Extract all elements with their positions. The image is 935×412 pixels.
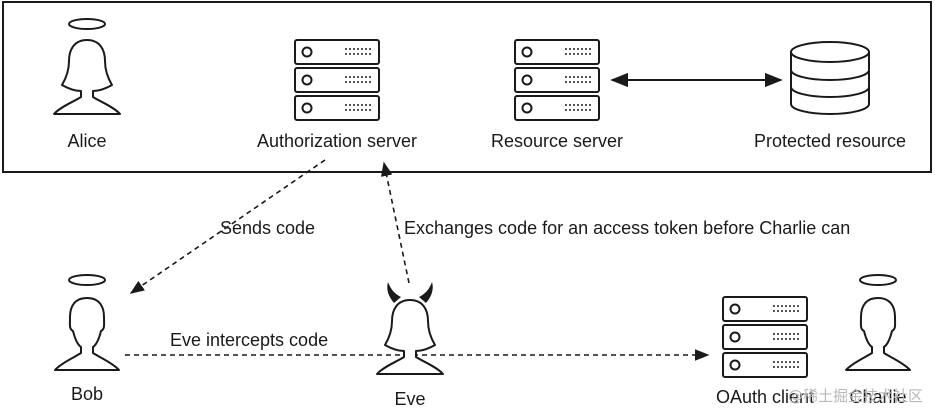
charlie-avatar bbox=[845, 274, 911, 371]
protected-resource-label: Protected resource bbox=[754, 131, 906, 151]
resource-server-icon bbox=[515, 40, 599, 120]
alice-label: Alice bbox=[67, 131, 106, 151]
oauth-client-icon bbox=[723, 297, 807, 377]
trusted-zone-box bbox=[2, 1, 932, 173]
exchanges-code-label: Exchanges code for an access token befor… bbox=[404, 218, 850, 238]
resource-server-label: Resource server bbox=[491, 131, 623, 151]
bob-avatar bbox=[54, 274, 120, 371]
database-icon bbox=[790, 41, 870, 115]
intercept-label: Eve intercepts code bbox=[170, 330, 328, 350]
eve-label: Eve bbox=[394, 389, 425, 409]
eve-avatar bbox=[376, 282, 444, 375]
alice-avatar bbox=[53, 18, 121, 115]
sends-code-arrow bbox=[129, 159, 326, 294]
bob-label: Bob bbox=[71, 384, 103, 404]
charlie-label: Charlie bbox=[849, 387, 906, 407]
sends-code-label: Sends code bbox=[220, 218, 315, 238]
exchanges-code-arrow bbox=[381, 161, 410, 284]
watermark-text: @稀土掘金技术社区 bbox=[788, 387, 923, 405]
authorization-server-label: Authorization server bbox=[257, 131, 417, 151]
oauth-client-label: OAuth client bbox=[716, 387, 814, 407]
authorization-server-icon bbox=[295, 40, 379, 120]
